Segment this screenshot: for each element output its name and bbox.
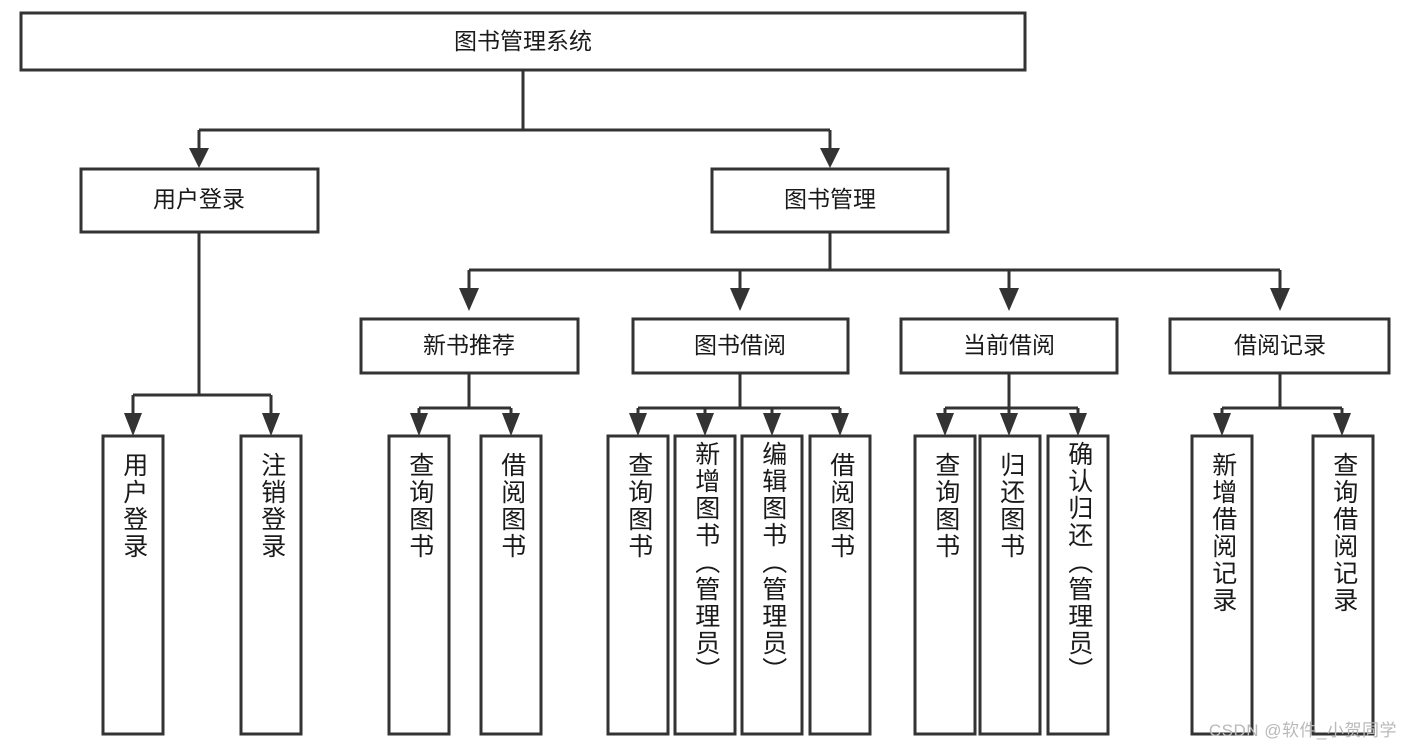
arrow-head-book-borrow-3 [831, 413, 849, 436]
node-new-book-recommend-label: 新书推荐 [423, 332, 515, 358]
arrow-head-new-book-1 [502, 413, 520, 436]
node-new-book-recommend-box[interactable] [359, 317, 580, 375]
leaf-box-current-borrow-0[interactable] [913, 434, 977, 736]
node-root-label: 图书管理系统 [454, 28, 592, 54]
node-root-box[interactable] [19, 11, 1027, 72]
leaf-box-borrow-record-0[interactable] [1190, 434, 1254, 736]
arrow-head-borrow-record-1 [1333, 413, 1351, 436]
leaf-box-new-book-0[interactable] [387, 434, 451, 736]
node-root[interactable]: 图书管理系统 [19, 11, 1027, 72]
node-borrow-record-box[interactable] [1168, 317, 1391, 375]
arrow-head-book-borrow-0 [629, 413, 647, 436]
arrow-head-user-login-1 [262, 413, 280, 436]
node-book-management[interactable]: 图书管理 [710, 167, 950, 234]
node-book-borrow-box[interactable] [631, 317, 850, 375]
arrow-head-borrow-record-0 [1213, 413, 1231, 436]
arrow-head-level2-1 [820, 148, 840, 168]
arrow-head-level3-2 [999, 288, 1019, 311]
node-current-borrow-box[interactable] [899, 317, 1119, 375]
leaf-box-book-borrow-2[interactable] [740, 434, 804, 736]
node-new-book-recommend[interactable]: 新书推荐 [359, 317, 580, 375]
arrow-head-level3-0 [459, 288, 479, 311]
leaf-box-user-login-1[interactable] [239, 434, 303, 736]
arrow-head-level3-3 [1270, 288, 1290, 311]
node-book-management-box[interactable] [710, 167, 950, 234]
arrow-head-level2-0 [189, 148, 209, 168]
arrow-head-current-borrow-1 [1000, 413, 1018, 436]
node-current-borrow[interactable]: 当前借阅 [899, 317, 1119, 375]
node-book-management-label: 图书管理 [784, 186, 876, 212]
node-book-borrow[interactable]: 图书借阅 [631, 317, 850, 375]
leaf-box-new-book-1[interactable] [479, 434, 543, 736]
node-user-login[interactable]: 用户登录 [79, 167, 320, 234]
arrow-head-book-borrow-2 [763, 413, 781, 436]
csdn-watermark: CSDN @软件_小贺同学 [1208, 721, 1397, 740]
leaf-box-book-borrow-3[interactable] [808, 434, 872, 736]
arrow-head-user-login-0 [124, 413, 142, 436]
node-book-borrow-label: 图书借阅 [694, 332, 786, 358]
leaf-box-current-borrow-1[interactable] [978, 434, 1042, 736]
node-borrow-record-label: 借阅记录 [1234, 332, 1326, 358]
leaf-box-borrow-record-1[interactable] [1311, 434, 1375, 736]
leaf-box-book-borrow-1[interactable] [673, 434, 737, 736]
leaf-box-user-login-0[interactable] [101, 434, 165, 736]
node-current-borrow-label: 当前借阅 [963, 332, 1055, 358]
arrow-head-book-borrow-1 [696, 413, 714, 436]
node-user-login-label: 用户登录 [153, 186, 245, 212]
arrow-head-new-book-0 [410, 413, 428, 436]
node-borrow-record[interactable]: 借阅记录 [1168, 317, 1391, 375]
arrow-head-current-borrow-2 [1069, 413, 1087, 436]
arrow-head-current-borrow-0 [936, 413, 954, 436]
leaf-box-current-borrow-2[interactable] [1046, 434, 1110, 736]
leaf-box-book-borrow-0[interactable] [606, 434, 670, 736]
arrow-head-level3-1 [730, 288, 750, 311]
